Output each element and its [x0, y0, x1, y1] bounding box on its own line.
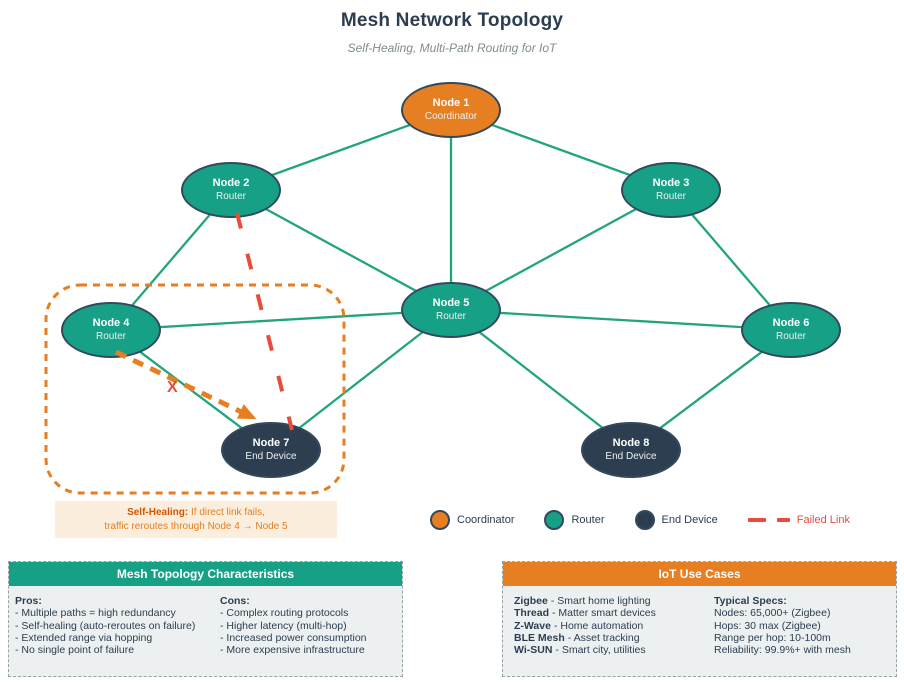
cons-item: - Complex routing protocols — [220, 607, 349, 620]
failed-link-line — [235, 212, 294, 431]
node-8-label: Node 8 — [612, 436, 650, 449]
node-7-role: End Device — [245, 450, 297, 462]
protocol-row: Thread- Matter smart devices — [514, 607, 656, 620]
legend-coordinator-label: Coordinator — [457, 514, 515, 526]
legend-failed-link-label: Failed Link — [796, 514, 850, 526]
note-text-1: If direct link fails, — [190, 507, 265, 518]
note-line-1: Self-Healing: If direct link fails, — [127, 506, 265, 520]
legend: Coordinator Router End Device Failed Lin… — [430, 509, 850, 531]
legend-item-failed-link: Failed Link — [747, 514, 850, 526]
node-3: Node 3 Router — [621, 162, 721, 218]
spec-item: Range per hop: 10-100m — [714, 631, 831, 644]
end-device-swatch-icon — [634, 510, 655, 530]
pros-item: - No single point of failure — [15, 644, 135, 657]
node-7: Node 7 End Device — [221, 422, 321, 478]
node-4-label: Node 4 — [92, 316, 130, 329]
protocol-row: Zigbee- Smart home lighting — [514, 595, 651, 607]
node-4-role: Router — [95, 330, 126, 342]
node-1-role: Coordinator — [424, 110, 478, 122]
mesh-characteristics-body: Pros: - Multiple paths = high redundancy… — [9, 586, 402, 656]
node-6: Node 6 Router — [741, 302, 841, 358]
node-5-role: Router — [435, 310, 466, 322]
reroute-arrow — [114, 349, 257, 420]
legend-end-device-label: End Device — [661, 514, 718, 526]
legend-router-label: Router — [571, 514, 605, 526]
protocols-column: Zigbee- Smart home lighting Thread- Matt… — [514, 595, 714, 656]
node-1: Node 1 Coordinator — [401, 82, 501, 138]
node-3-label: Node 3 — [652, 176, 690, 189]
protocol-row: Z-Wave- Home automation — [514, 619, 644, 632]
failed-link-x-marker: X — [167, 379, 178, 396]
page-subtitle: Self-Healing, Multi-Path Routing for IoT — [347, 41, 557, 55]
iot-use-cases-title: IoT Use Cases — [503, 562, 896, 586]
cons-column: Cons: - Complex routing protocols - High… — [220, 595, 394, 656]
specs-heading: Typical Specs: — [714, 595, 787, 607]
link-node5-node6 — [450, 308, 792, 332]
node-6-label: Node 6 — [772, 316, 810, 329]
cons-item: - More expensive infrastructure — [220, 644, 365, 657]
link-node4-node5 — [110, 308, 452, 332]
pros-item: - Extended range via hopping — [15, 631, 153, 644]
protocol-row: Wi-SUN- Smart city, utilities — [514, 644, 646, 657]
note-label: Self-Healing: — [127, 507, 189, 518]
pros-column: Pros: - Multiple paths = high redundancy… — [15, 595, 220, 656]
protocol-row: BLE Mesh- Asset tracking — [514, 631, 640, 644]
node-8: Node 8 End Device — [581, 422, 681, 478]
pros-item: - Self-healing (auto-reroutes on failure… — [15, 619, 196, 632]
legend-item-coordinator: Coordinator — [430, 510, 514, 530]
node-8-role: End Device — [605, 450, 657, 462]
node-2-label: Node 2 — [212, 176, 250, 189]
spec-item: Reliability: 99.9%+ with mesh — [714, 644, 851, 657]
mesh-links — [110, 108, 792, 451]
self-healing-note: Self-Healing: If direct link fails, traf… — [55, 501, 337, 538]
spec-item: Nodes: 65,000+ (Zigbee) — [714, 607, 831, 620]
cons-heading: Cons: — [220, 595, 250, 607]
note-line-2: traffic reroutes through Node 4 → Node 5 — [104, 520, 288, 532]
spec-item: Hops: 30 max (Zigbee) — [714, 619, 821, 632]
node-4: Node 4 Router — [61, 302, 161, 358]
legend-item-end-device: End Device — [634, 510, 718, 530]
mesh-characteristics-title: Mesh Topology Characteristics — [9, 562, 402, 586]
node-5-label: Node 5 — [432, 296, 470, 309]
node-2-role: Router — [215, 190, 246, 202]
node-5: Node 5 Router — [401, 282, 501, 338]
page-title: Mesh Network Topology — [340, 10, 564, 31]
node-6-role: Router — [775, 330, 806, 342]
cons-item: - Higher latency (multi-hop) — [220, 619, 347, 632]
iot-use-cases-body: Zigbee- Smart home lighting Thread- Matt… — [503, 586, 896, 656]
coordinator-swatch-icon — [430, 510, 450, 530]
failed-link-swatch-icon — [747, 518, 790, 522]
iot-use-cases-panel: IoT Use Cases Zigbee- Smart home lightin… — [502, 561, 897, 677]
mesh-topology-diagram: Node 1 Coordinator Node 2 Router Node 3 … — [44, 82, 841, 495]
pros-item: - Multiple paths = high redundancy — [15, 607, 176, 620]
specs-column: Typical Specs: Nodes: 65,000+ (Zigbee) H… — [714, 595, 888, 656]
node-3-role: Router — [655, 190, 686, 202]
cons-item: - Increased power consumption — [220, 631, 367, 644]
node-7-label: Node 7 — [252, 436, 290, 449]
node-2: Node 2 Router — [181, 162, 281, 218]
router-swatch-icon — [544, 510, 565, 530]
mesh-characteristics-panel: Mesh Topology Characteristics Pros: - Mu… — [8, 561, 403, 677]
legend-item-router: Router — [544, 510, 605, 530]
node-1-label: Node 1 — [432, 96, 470, 109]
pros-heading: Pros: — [15, 595, 42, 607]
